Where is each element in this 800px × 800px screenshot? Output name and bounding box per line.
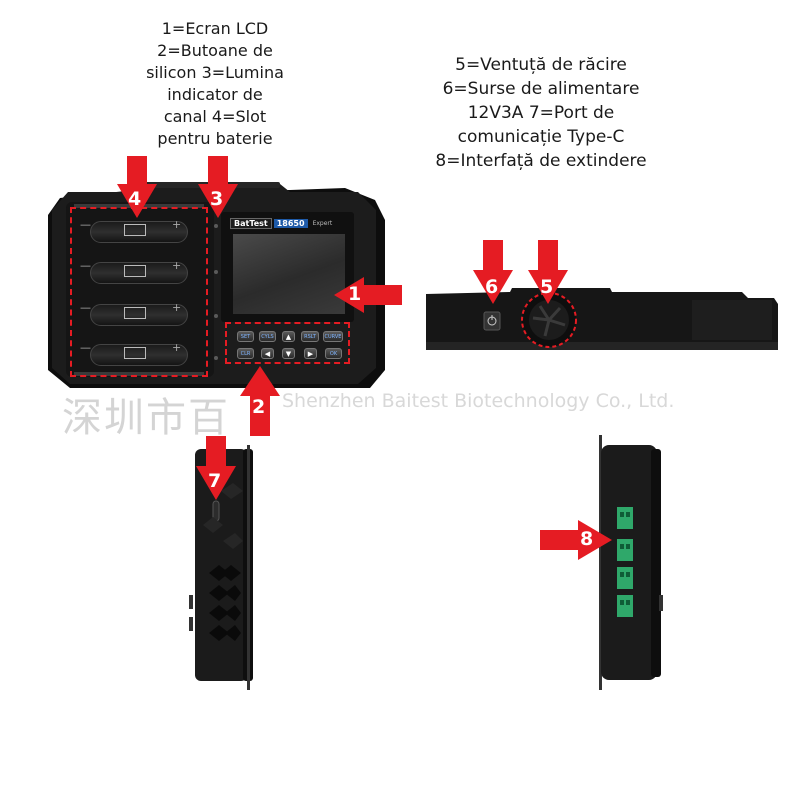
caption-right-line: comunicație Type-C [457,127,625,147]
caption-left-line: pentru baterie [157,129,273,148]
caption-right-line: 12V3A 7=Port de [467,103,615,123]
caption-left-line: canal 4=Slot [163,107,267,126]
brand-name: BatTest [230,217,272,229]
battery-level-icon [124,224,146,236]
callout-number-6: 6 [485,276,499,298]
lcd-screen [233,234,345,314]
key-ok[interactable]: OK [325,348,342,359]
caption-right-line: 5=Ventuță de răcire [455,55,627,75]
callout-arrow-5 [528,240,568,304]
callout-number-1: 1 [348,283,362,305]
battery-level-icon [124,347,146,359]
caption-left-line: 2=Butoane de [157,41,273,60]
callout-arrow-3 [198,156,238,218]
battery-plus-label: + [172,301,182,314]
callout-arrow-8 [540,520,612,560]
battery-plus-label: + [172,259,182,272]
callout-number-4: 4 [128,188,142,210]
battery-plus-label: + [172,341,182,354]
silicon-keypad: SET CYLS ▲ RSLT CURVE CLR ◀ ▼ ▶ OK [225,322,350,364]
callout-arrow-1 [334,277,402,313]
battery-slot[interactable]: — + [72,338,206,372]
key-cyls[interactable]: CYLS [259,331,276,342]
key-clr[interactable]: CLR [237,348,254,359]
power-icon [483,311,501,331]
watermark-english: Shenzhen Baitest Biotechnology Co., Ltd. [282,390,675,412]
device-top-view [426,288,778,350]
key-left[interactable]: ◀ [261,348,274,359]
caption-left: 1=Ecran LCD 2=Butoane de silicon 3=Lumin… [130,18,300,150]
brand-badge: BatTest 18650 Expert [230,216,332,230]
callout-arrow-4 [117,156,157,218]
battery-slot[interactable]: — + [72,215,206,249]
battery-slot[interactable]: — + [72,298,206,332]
key-rslt[interactable]: RSLT [301,331,319,342]
battery-minus-label: — [80,218,91,231]
caption-right-line: 6=Surse de alimentare [442,79,640,99]
brand-edition: Expert [312,219,333,227]
key-right[interactable]: ▶ [304,348,317,359]
caption-right-line: 8=Interfață de extindere [435,151,647,171]
battery-cell [90,344,188,366]
device-side-left [189,445,253,690]
key-down[interactable]: ▼ [282,348,295,359]
callout-arrow-6 [473,240,513,304]
caption-left-line: 1=Ecran LCD [161,19,269,38]
battery-cell [90,262,188,284]
callout-arrow-7 [196,436,236,500]
caption-left-line: silicon 3=Lumina [146,63,284,82]
callout-number-5: 5 [540,276,554,298]
brand-model: 18650 [273,218,308,228]
fan-grille-icon [521,292,577,348]
key-curve[interactable]: CURVE [323,331,343,342]
caption-left-line: indicator de [167,85,263,104]
device-side-right [599,435,663,690]
battery-minus-label: — [80,259,91,272]
caption-right: 5=Ventuță de răcire 6=Surse de alimentar… [410,53,672,173]
callout-number-2: 2 [252,396,266,418]
battery-plus-label: + [172,218,182,231]
callout-number-8: 8 [580,528,594,550]
battery-cell [90,304,188,326]
key-up[interactable]: ▲ [282,331,295,342]
battery-minus-label: — [80,301,91,314]
callout-arrow-2 [240,366,280,436]
watermark-chinese: 深圳市百 [62,395,230,441]
callout-number-3: 3 [210,188,224,210]
battery-level-icon [124,265,146,277]
key-set[interactable]: SET [237,331,254,342]
battery-slot[interactable]: — + [72,256,206,290]
callout-number-7: 7 [208,470,222,492]
battery-level-icon [124,307,146,319]
battery-cell [90,221,188,243]
battery-minus-label: — [80,341,91,354]
